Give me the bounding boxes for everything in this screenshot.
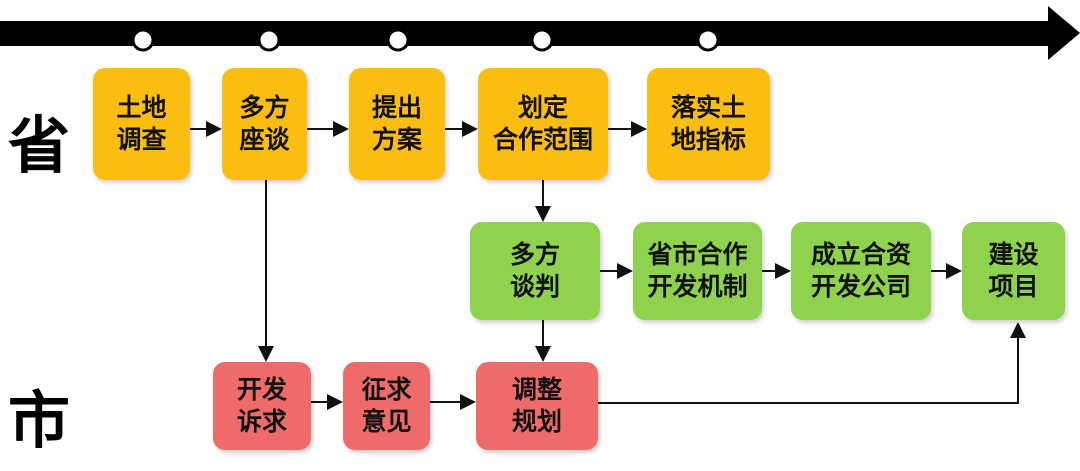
- province-label: 省: [8, 109, 71, 182]
- step-land-survey: 土地 调查: [93, 68, 190, 180]
- step-multiparty-talks: 多方 座谈: [222, 68, 307, 180]
- step-cooperation-mechanism: 省市合作 开发机制: [633, 222, 762, 320]
- step-label: 多方 谈判: [509, 240, 560, 301]
- step-label: 划定 合作范围: [492, 93, 593, 154]
- step-label: 土地 调查: [116, 93, 167, 154]
- step-build-project: 建设 项目: [962, 222, 1065, 320]
- step-label: 落实土 地指标: [670, 93, 746, 154]
- city-label: 市: [8, 384, 71, 457]
- step-label: 成立合资 开发公司: [810, 240, 911, 301]
- step-land-quota: 落实土 地指标: [647, 68, 770, 180]
- step-propose-plan: 提出 方案: [349, 68, 445, 180]
- step-label: 提出 方案: [371, 93, 422, 154]
- step-solicit-opinions: 征求 意见: [343, 362, 430, 450]
- step-development-demand: 开发 诉求: [213, 362, 311, 450]
- step-label: 开发 诉求: [236, 375, 287, 436]
- step-label: 调整 规划: [511, 375, 562, 436]
- timeline-arrow: [0, 6, 1080, 60]
- step-label: 省市合作 开发机制: [647, 240, 748, 301]
- step-label: 征求 意见: [361, 375, 412, 436]
- step-label: 多方 座谈: [239, 93, 290, 154]
- step-adjust-planning: 调整 规划: [476, 362, 598, 450]
- step-negotiation: 多方 谈判: [470, 222, 600, 320]
- step-joint-venture: 成立合资 开发公司: [791, 222, 931, 320]
- step-define-scope: 划定 合作范围: [478, 68, 608, 180]
- step-label: 建设 项目: [988, 240, 1039, 301]
